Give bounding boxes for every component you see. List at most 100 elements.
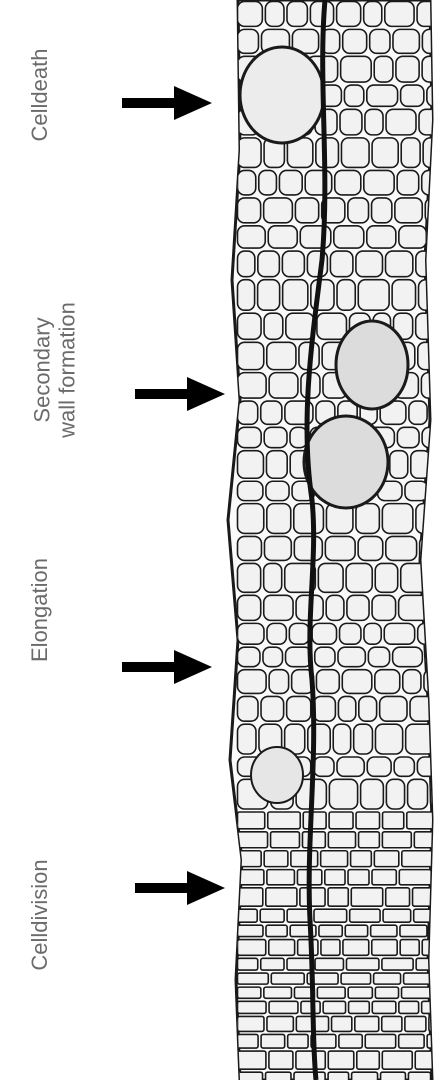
tissue-cell [238,29,259,53]
tissue-cell [286,313,314,339]
tissue-cell [393,29,419,53]
tissue-cell [333,724,350,754]
tissue-cell [317,313,347,339]
tissue-cell [238,427,262,447]
tissue-cell [268,812,301,829]
tissue-cell [298,940,318,956]
tissue-cell [419,109,437,135]
tissue-cell [287,2,307,27]
tissue-cell [364,170,394,194]
tissue-cell [397,170,419,194]
tissue-cell [332,1016,352,1031]
tissue-cell [408,1072,430,1080]
tissue-cell [334,226,364,248]
vessel-element [336,321,408,409]
tissue-cell [399,1001,419,1013]
tissue-cell [348,198,369,223]
tissue-cell [238,504,264,534]
tissue-cell [238,373,267,398]
tissue-cell [315,958,343,970]
tissue-cell [344,85,363,106]
tissue-cell [386,536,417,560]
tissue-cell [372,138,398,168]
tissue-cell [288,1034,308,1048]
tissue-cell [375,563,397,592]
tissue-cell [329,812,353,829]
tissue-cell [238,138,262,168]
vessel-element [251,747,303,803]
tissue-cell [269,1001,298,1013]
tissue-cell [238,595,261,620]
tissue-cell [358,280,389,310]
tissue-cell [417,757,437,776]
tissue-cell [382,1016,402,1031]
tissue-cell [390,451,408,479]
tissue-cell [305,170,332,194]
tissue-cell [341,56,372,82]
tissue-cell [321,940,340,956]
tissue-cell [425,198,437,223]
tissue-cell [422,1001,437,1013]
tissue-cell [238,313,262,339]
tissue-cell [408,779,428,809]
tissue-cell [429,226,437,248]
tissue-cell [401,138,420,168]
tissue-cell [238,623,264,644]
tissue-cell [364,623,381,644]
tissue-cell [266,888,297,906]
tissue-cell [261,958,284,970]
tissue-cell [380,696,407,721]
tissue-cell [267,623,286,644]
tissue-cell [264,595,293,620]
tissue-cell [338,696,355,721]
tissue-cell [386,779,404,809]
tissue-cell [400,940,419,956]
tissue-cell [351,888,382,906]
tissue-cell [330,251,353,277]
tissue-cell [302,832,325,848]
tissue-cell [339,1034,362,1048]
tissue-cell [354,724,373,754]
tissue-cell [266,1072,291,1080]
tissue-cell [368,647,389,666]
tissue-cell [375,987,398,998]
tissue-cell [316,138,339,168]
tissue-cell [264,427,287,447]
tissue-cell [287,696,311,721]
tissue-cell [358,536,383,560]
tissue-cell [424,670,437,694]
tissue-cell [345,925,367,936]
tissue-cell [346,563,372,592]
tissue-cell [350,909,380,922]
tissue-cell [337,757,364,776]
tissue-cell [296,1051,325,1069]
tissue-cell [337,280,355,310]
tissue-cell [433,451,437,479]
tissue-cell [283,280,308,310]
tissue-cell [264,987,292,998]
tissue-cell [399,1034,424,1048]
tissue-cell [418,623,437,644]
tissue-cell [289,623,309,644]
tissue-cell [385,251,412,277]
tissue-cell [374,973,401,984]
tissue-cell [279,170,302,194]
tissue-cell [348,987,372,998]
tissue-cell [370,29,390,53]
tissue-cell [403,670,421,694]
tissue-cell [315,647,335,666]
tissue-cell [382,504,413,534]
tissue-cell [238,987,261,998]
tissue-cell [328,1051,354,1069]
vessel-element [240,47,324,143]
tissue-cell [238,170,256,194]
tissue-cell [393,647,423,666]
tissue-cell [383,812,404,829]
tissue-cell [340,623,361,644]
tissue-cell [374,851,398,867]
tissue-cell [338,647,365,666]
tissue-cell [260,909,284,922]
tissue-cell [399,595,430,620]
tissue-cell [321,851,348,867]
tissue-cell [238,888,263,906]
